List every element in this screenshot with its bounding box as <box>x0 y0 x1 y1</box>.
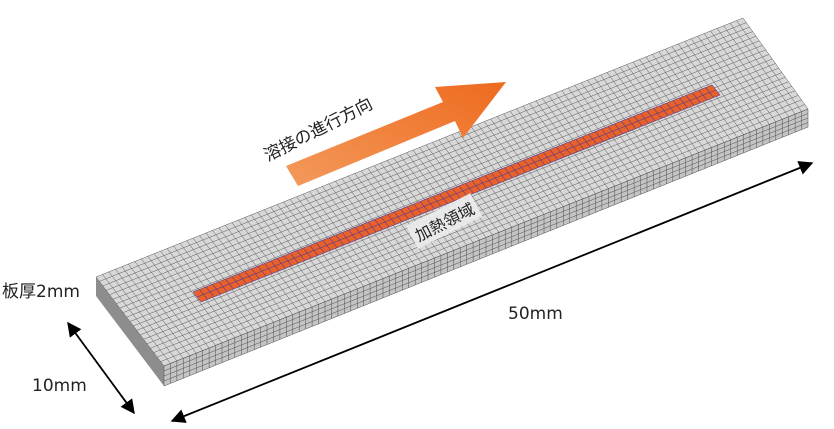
thickness-label: 板厚2mm <box>2 282 80 302</box>
length-dimension-arrow <box>170 161 814 423</box>
weld-direction-arrow <box>286 82 506 186</box>
width-label: 10mm <box>32 376 87 396</box>
width-dimension-arrow <box>67 321 135 415</box>
length-label: 50mm <box>508 304 563 324</box>
